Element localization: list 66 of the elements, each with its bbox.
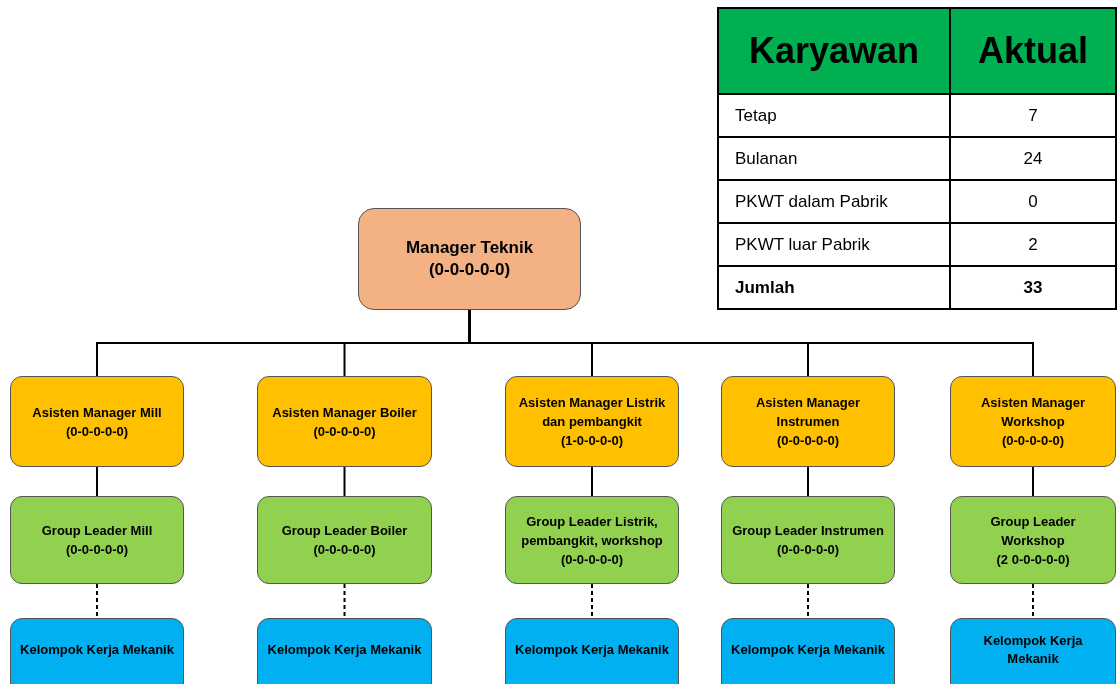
connector-line <box>468 309 1034 377</box>
position-title: Kelompok Kerja Mekanik <box>982 632 1084 668</box>
work-group-box <box>10 618 184 684</box>
headcount-code: (0-0-0-0-0) <box>312 541 377 559</box>
value-cell: 0 <box>950 180 1116 223</box>
value-cell: 24 <box>950 137 1116 180</box>
position-title: Group Leader Workshop <box>989 512 1077 550</box>
headcount-code: (0-0-0-0-0) <box>775 541 841 559</box>
connector-line <box>96 466 98 497</box>
position-title: Kelompok Kerja Mekanik <box>730 641 886 659</box>
work-group-box <box>721 618 895 684</box>
connector-line <box>343 583 346 619</box>
position-title: Kelompok Kerja Mekanik <box>266 641 423 659</box>
position-title: Asisten Manager Workshop <box>979 394 1086 431</box>
headcount-code: (0-0-0-0-0) <box>427 259 512 281</box>
group-leader-box <box>10 496 184 584</box>
headcount-code: (1-0-0-0-0) <box>559 432 625 450</box>
group-leader-box <box>721 496 895 584</box>
connector-line <box>807 466 809 497</box>
work-group-box <box>950 618 1116 684</box>
headcount-code: (0-0-0-0-0) <box>559 550 625 569</box>
position-title: Group Leader Mill <box>40 522 154 540</box>
position-title: Asisten Manager Instrumen <box>754 394 861 431</box>
category-cell: Jumlah <box>718 266 950 309</box>
position-title: Kelompok Kerja Mekanik <box>19 641 175 659</box>
value-cell: 7 <box>950 94 1116 137</box>
position-title: Kelompok Kerja Mekanik <box>514 641 670 659</box>
group-leader-box <box>505 496 679 584</box>
work-group-box <box>257 618 432 684</box>
position-title: Group Leader Listrik, pembangkit, workshop <box>520 512 664 550</box>
category-cell: Tetap <box>718 94 950 137</box>
headcount-code: (0-0-0-0-0) <box>1000 432 1066 450</box>
category-cell: Bulanan <box>718 137 950 180</box>
connector-line <box>343 466 346 497</box>
category-cell: PKWT dalam Pabrik <box>718 180 950 223</box>
position-title: Asisten Manager Boiler <box>271 403 418 422</box>
group-leader-box <box>950 496 1116 584</box>
headcount-code: (0-0-0-0-0) <box>64 541 130 559</box>
assistant-manager-box <box>257 376 432 467</box>
group-leader-box <box>257 496 432 584</box>
headcount-code: (0-0-0-0-0) <box>312 422 377 441</box>
connector-line <box>1032 466 1034 497</box>
connector-line <box>591 583 593 619</box>
connector-line <box>807 583 809 619</box>
assistant-manager-box <box>721 376 895 467</box>
value-cell: 2 <box>950 223 1116 266</box>
manager-box <box>358 208 581 310</box>
position-title: Group Leader Boiler <box>280 522 409 540</box>
headcount-code: (2 0-0-0-0-0) <box>995 550 1071 569</box>
connector-line <box>96 583 98 619</box>
position-title: Asisten Manager Listrik dan pembangkit <box>517 394 667 431</box>
value-cell: 33 <box>950 266 1116 309</box>
header-cell: Aktual <box>950 8 1116 94</box>
assistant-manager-box <box>505 376 679 467</box>
headcount-code: (0-0-0-0-0) <box>64 422 130 441</box>
connector-line <box>1032 583 1034 619</box>
position-title: Asisten Manager Mill <box>31 403 163 422</box>
header-cell: Karyawan <box>718 8 950 94</box>
assistant-manager-box <box>10 376 184 467</box>
connector-line <box>591 466 593 497</box>
category-cell: PKWT luar Pabrik <box>718 223 950 266</box>
assistant-manager-box <box>950 376 1116 467</box>
position-title: Manager Teknik <box>404 237 535 259</box>
headcount-code: (0-0-0-0-0) <box>775 432 841 450</box>
work-group-box <box>505 618 679 684</box>
position-title: Group Leader Instrumen <box>731 522 885 540</box>
